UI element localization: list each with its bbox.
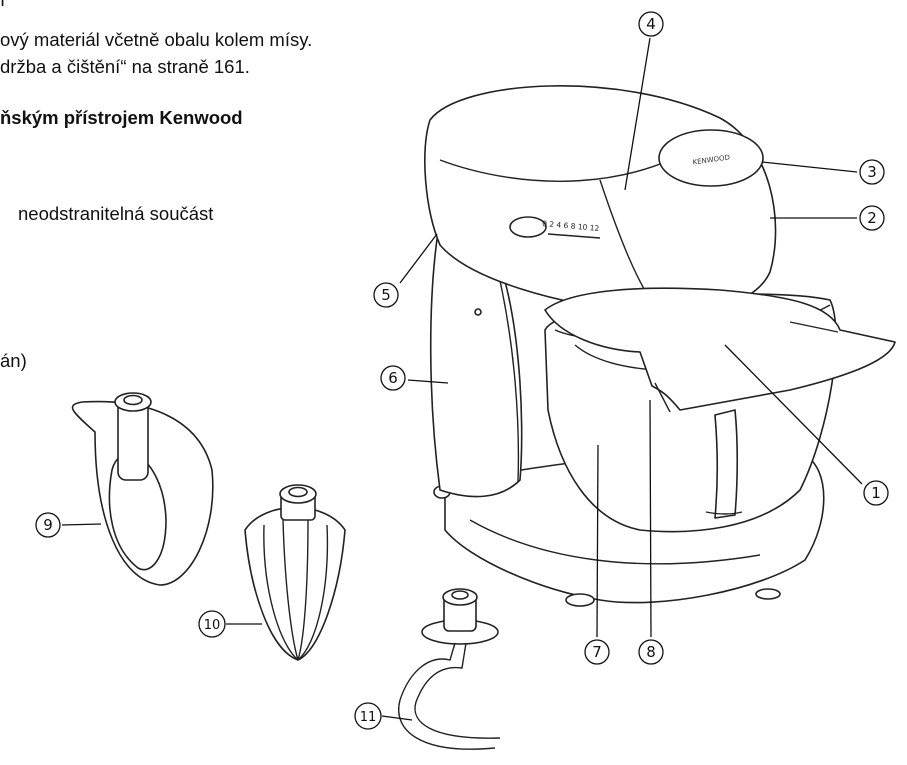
text-heading-kenwood: ňským přístrojem Kenwood — [0, 107, 243, 128]
callout-7: 7 — [584, 639, 610, 665]
svg-text:1: 1 — [871, 484, 881, 502]
svg-text:4: 4 — [646, 15, 656, 33]
callout-3: 3 — [859, 159, 885, 185]
flat-beater-drawing — [71, 392, 214, 586]
svg-text:11: 11 — [360, 710, 377, 725]
svg-text:6: 6 — [388, 369, 398, 387]
text-line-fragment-an: án) — [0, 350, 27, 371]
svg-text:9: 9 — [43, 516, 53, 534]
callout-numbers: 1 2 3 4 5 6 7 8 9 10 11 — [35, 11, 889, 730]
svg-text:7: 7 — [592, 643, 602, 661]
callout-10: 10 — [198, 610, 226, 638]
callout-2: 2 — [859, 205, 885, 231]
callout-5: 5 — [373, 282, 399, 308]
callout-9: 9 — [35, 512, 61, 538]
text-line-component: neodstranitelná součást — [18, 203, 214, 224]
callout-6: 6 — [380, 365, 406, 391]
text-line-packaging: ový materiál včetně obalu kolem mísy. — [0, 29, 313, 50]
callout-11: 11 — [354, 702, 382, 730]
svg-text:3: 3 — [867, 163, 877, 181]
svg-text:8: 8 — [646, 643, 656, 661]
stand-mixer-drawing: KENWOOD 0 2 4 6 8 10 12 — [424, 85, 896, 607]
callout-8: 8 — [638, 639, 664, 665]
text-line-fragment: ı — [0, 0, 5, 11]
callout-leaders — [61, 37, 863, 721]
svg-text:5: 5 — [381, 286, 391, 304]
callout-4: 4 — [638, 11, 664, 37]
pouring-shield — [544, 287, 896, 411]
callout-1: 1 — [863, 480, 889, 506]
whisk-drawing — [244, 484, 346, 661]
text-line-maintenance: držba a čištění“ na straně 161. — [0, 56, 250, 77]
dough-hook-drawing — [398, 588, 501, 750]
brand-badge — [658, 129, 764, 187]
svg-text:10: 10 — [204, 618, 221, 633]
svg-text:2: 2 — [867, 209, 877, 227]
speed-knob — [509, 216, 547, 238]
